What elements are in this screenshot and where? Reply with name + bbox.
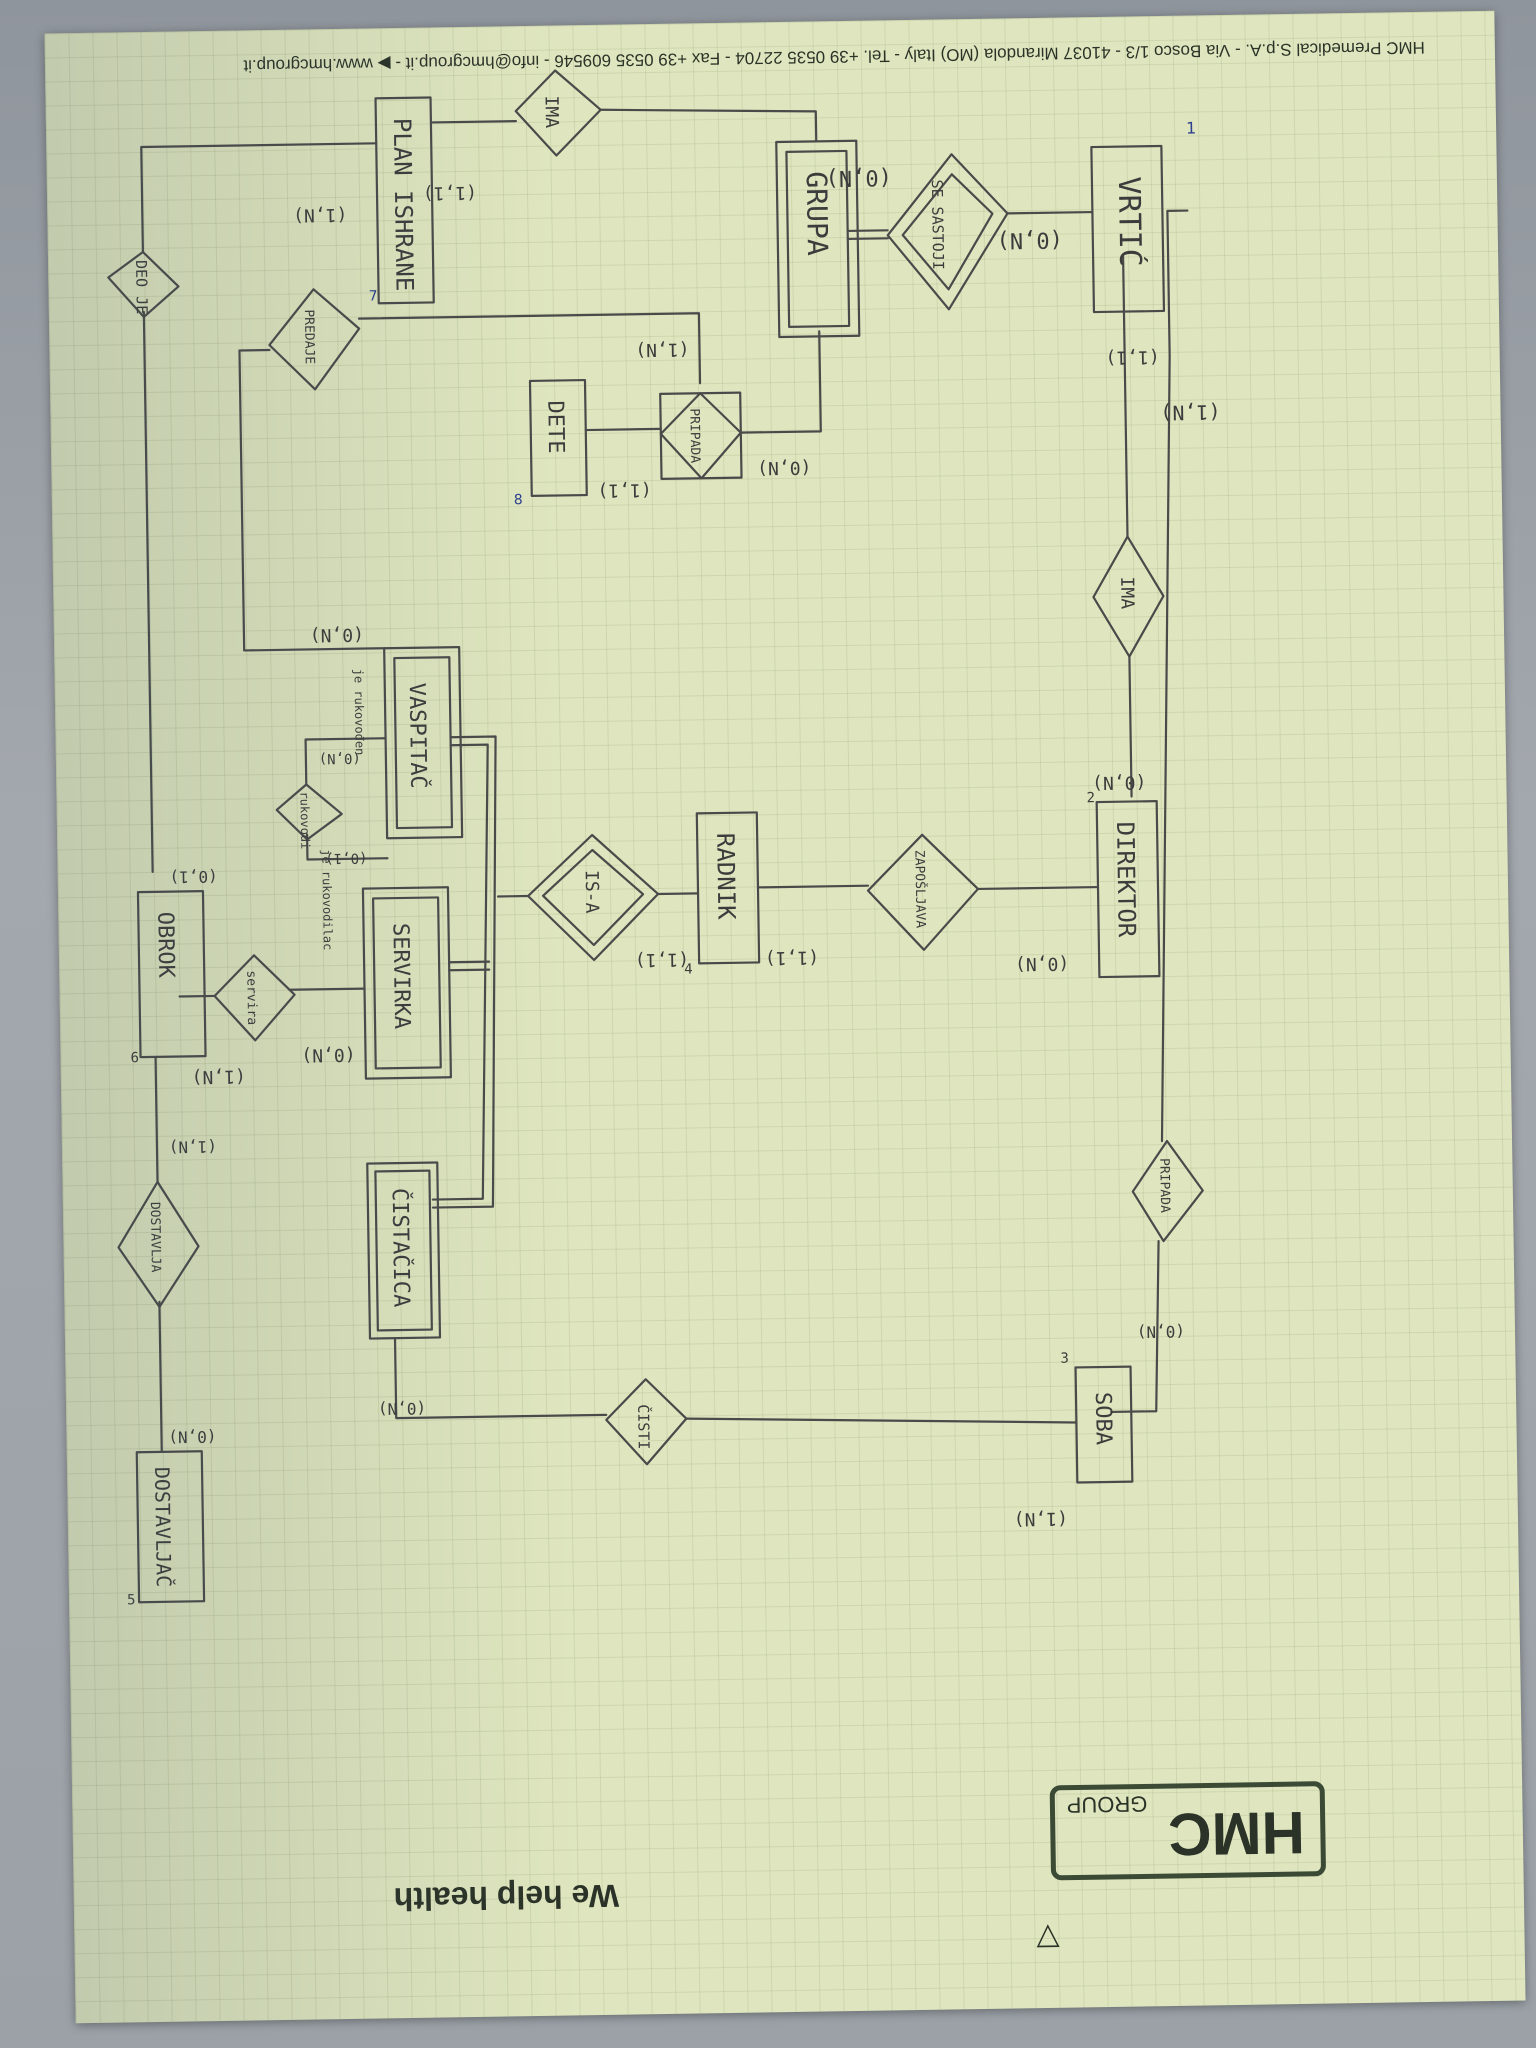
annotation-je-rukovoden: je rukovođen xyxy=(351,669,366,756)
svg-text:DEO JE: DEO JE xyxy=(132,260,151,314)
svg-text:(1,N): (1,N) xyxy=(1160,400,1221,425)
relationship-pripada-dete: PRIPADA xyxy=(659,391,743,480)
connection-lines xyxy=(140,108,1189,1453)
svg-text:(0,1): (0,1) xyxy=(169,867,217,887)
svg-text:6: 6 xyxy=(130,1050,139,1066)
svg-text:(0,N): (0,N) xyxy=(168,1427,216,1447)
entity-obrok: OBROK xyxy=(136,890,207,1059)
slogan-text: We help health xyxy=(394,1878,620,1918)
svg-text:(1,N): (1,N) xyxy=(635,338,690,360)
entity-number-markers: 1 2 3 4 5 6 7 8 xyxy=(127,118,1196,1608)
svg-text:DIREKTOR: DIREKTOR xyxy=(1111,821,1141,938)
entity-vaspitac: VASPITAČ xyxy=(383,645,464,840)
entity-soba: SOBA xyxy=(1074,1365,1134,1484)
svg-text:(0,N): (0,N) xyxy=(319,750,361,767)
svg-text:rukovodi: rukovodi xyxy=(297,791,312,849)
svg-text:5: 5 xyxy=(127,1592,136,1608)
logo-triangle: ▽ xyxy=(1036,1921,1060,1954)
svg-text:servira: servira xyxy=(243,970,259,1025)
svg-text:(0,N): (0,N) xyxy=(825,164,892,190)
svg-text:(1,N): (1,N) xyxy=(169,1137,217,1157)
svg-text:(1,1): (1,1) xyxy=(1105,346,1160,368)
svg-text:(0,N): (0,N) xyxy=(378,1399,426,1419)
svg-text:IS-A: IS-A xyxy=(581,870,603,914)
entity-grupa: GRUPA xyxy=(775,139,861,339)
svg-text:SOBA: SOBA xyxy=(1090,1392,1116,1445)
annotation-je-rukovodilac: je rukovodilac xyxy=(319,849,335,950)
svg-text:(0,N): (0,N) xyxy=(301,1044,356,1066)
svg-text:(0,N): (0,N) xyxy=(757,457,812,479)
svg-text:4: 4 xyxy=(684,961,693,977)
svg-text:(0,N): (0,N) xyxy=(1092,771,1147,793)
svg-text:DOSTAVLJAČ: DOSTAVLJAČ xyxy=(150,1467,176,1588)
grid-paper-sheet: HMC Premedical S.p.A. - Via Bosco 1/3 - … xyxy=(44,10,1526,2024)
svg-text:ZAPOŠLJAVA: ZAPOŠLJAVA xyxy=(911,850,928,929)
entity-dete: DETE xyxy=(528,378,588,498)
svg-text:IMA: IMA xyxy=(1116,576,1138,609)
svg-text:PLAN ISHRANE: PLAN ISHRANE xyxy=(388,118,419,292)
svg-text:(1,1): (1,1) xyxy=(635,949,690,971)
svg-text:(0,N): (0,N) xyxy=(996,227,1063,253)
entity-direktor: DIREKTOR xyxy=(1095,800,1161,979)
svg-text:2: 2 xyxy=(1086,790,1095,806)
svg-text:1: 1 xyxy=(1186,118,1196,137)
svg-text:3: 3 xyxy=(1060,1351,1069,1367)
svg-text:PRIPADA: PRIPADA xyxy=(1156,1158,1172,1213)
entity-plan-ishrane: PLAN ISHRANE xyxy=(374,96,435,305)
svg-text:VASPITAČ: VASPITAČ xyxy=(404,683,432,789)
svg-text:(1,1): (1,1) xyxy=(597,479,652,501)
relationship-dostavlja: DOSTAVLJA xyxy=(117,1180,200,1308)
svg-text:(0,1): (0,1) xyxy=(325,850,367,867)
logo-text: HMC xyxy=(1168,1799,1306,1868)
svg-text:RADNIK: RADNIK xyxy=(711,833,740,921)
svg-text:(1,1): (1,1) xyxy=(765,946,820,968)
relationship-ima-direktor: IMA xyxy=(1092,535,1165,658)
svg-text:GRUPA: GRUPA xyxy=(800,171,834,256)
svg-text:DETE: DETE xyxy=(542,400,568,453)
svg-text:PREDAJE: PREDAJE xyxy=(301,309,317,364)
entity-servirka: SERVIRKA xyxy=(361,886,453,1080)
entity-dostavljac: DOSTAVLJAČ xyxy=(135,1450,206,1604)
svg-text:(0,N): (0,N) xyxy=(1015,953,1070,975)
relationship-is-a: IS-A xyxy=(526,833,660,962)
svg-text:(1,1): (1,1) xyxy=(423,182,478,204)
svg-text:(0,N): (0,N) xyxy=(1137,1322,1185,1342)
svg-text:ČISTAČICA: ČISTAČICA xyxy=(387,1188,415,1308)
er-diagram: HMC Premedical S.p.A. - Via Bosco 1/3 - … xyxy=(107,38,1425,1954)
relationship-zaposljava: ZAPOŠLJAVA xyxy=(866,833,980,951)
relationship-cisti: ČISTI xyxy=(605,1378,688,1466)
company-contact-line: HMC Premedical S.p.A. - Via Bosco 1/3 - … xyxy=(243,38,1425,76)
svg-text:OBROK: OBROK xyxy=(152,912,178,979)
relationship-servira: servira xyxy=(213,954,296,1042)
svg-text:7: 7 xyxy=(369,288,378,304)
entity-cistacica: ČISTAČICA xyxy=(366,1161,442,1340)
entity-vrtic: VRTIĆ xyxy=(1090,144,1166,314)
svg-text:8: 8 xyxy=(514,492,523,508)
logo-group: GROUP xyxy=(1067,1791,1148,1817)
svg-text:SERVIRKA: SERVIRKA xyxy=(387,923,414,1029)
relationship-predaje: PREDAJE xyxy=(268,288,361,391)
svg-text:(1,N): (1,N) xyxy=(1014,1508,1069,1530)
svg-text:(1,N): (1,N) xyxy=(293,204,348,226)
svg-text:(0,N): (0,N) xyxy=(310,624,365,646)
hmc-logo: HMC GROUP xyxy=(1049,1781,1326,1881)
svg-text:PRIPADA: PRIPADA xyxy=(686,408,702,463)
relationship-pripada-soba: PRIPADA xyxy=(1131,1139,1204,1243)
relationship-ima-grupa: IMA xyxy=(514,69,602,157)
svg-text:IMA: IMA xyxy=(540,95,562,128)
svg-text:(1,N): (1,N) xyxy=(192,1065,247,1087)
svg-text:DOSTAVLJA: DOSTAVLJA xyxy=(147,1202,163,1273)
svg-text:VRTIĆ: VRTIĆ xyxy=(1111,176,1149,267)
svg-text:ČISTI: ČISTI xyxy=(634,1404,654,1449)
relationship-se-sastoji: SE SASTOJI xyxy=(886,153,1009,311)
svg-text:SE SASTOJI: SE SASTOJI xyxy=(928,179,947,270)
entity-radnik: RADNIK xyxy=(695,811,761,965)
cardinality-labels: (0,N) (1,1) (1,N) (0,N) (1,1) (1,N) (0,N… xyxy=(168,164,1221,1530)
relationship-rukovodi: rukovodi xyxy=(275,783,343,849)
relationship-deo-je: DEO JE xyxy=(107,250,180,319)
